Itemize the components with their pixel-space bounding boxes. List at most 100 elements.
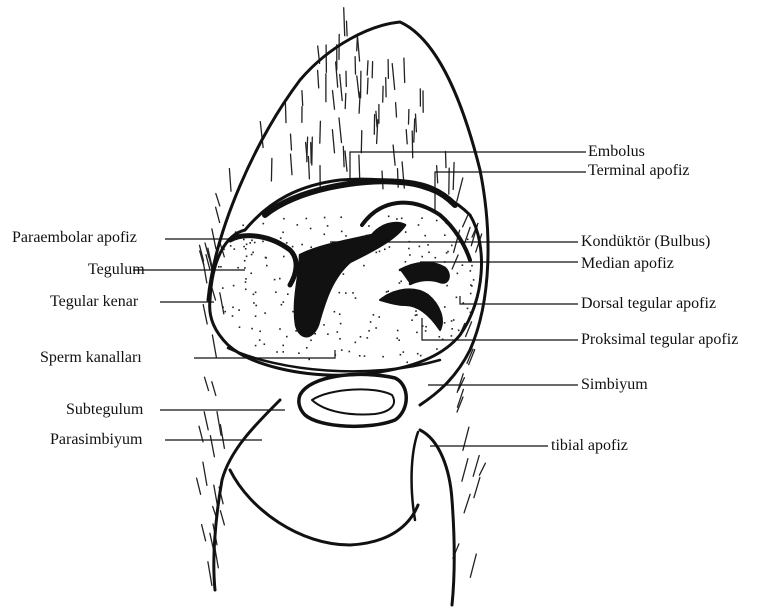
hair: [340, 75, 343, 101]
stipple-dot: [387, 291, 389, 293]
median-apophysis: [400, 263, 449, 284]
tegular-edge: [228, 348, 440, 371]
stipple-dot: [473, 279, 475, 281]
hair: [344, 8, 345, 36]
stipple-dot: [339, 292, 341, 294]
stipple-dot: [411, 319, 413, 321]
stipple-dot: [246, 244, 248, 246]
hair: [414, 119, 415, 142]
hair: [271, 158, 272, 181]
stipple-dot: [436, 220, 438, 222]
stipple-dot: [446, 252, 448, 254]
stipple-dot: [446, 285, 448, 287]
stipple-dot: [243, 239, 245, 241]
stipple-dot: [282, 345, 284, 347]
stipple-dot: [364, 355, 366, 357]
stipple-dot: [399, 282, 401, 284]
hair: [404, 58, 405, 82]
tibia-right: [420, 430, 454, 605]
stipple-dot: [419, 246, 421, 248]
hair: [345, 94, 346, 109]
stipple-dot: [424, 235, 426, 237]
stipple-dot: [308, 359, 310, 361]
stipple-dot: [264, 343, 266, 345]
stipple-dot: [416, 314, 418, 316]
stipple-dot: [367, 337, 369, 339]
setae-hairs: [197, 8, 486, 586]
stipple-dot: [250, 273, 252, 275]
stipple-dot: [237, 267, 239, 269]
stipple-dot: [417, 353, 419, 355]
hair: [212, 382, 216, 396]
stipple-dot: [297, 224, 299, 226]
stipple-dot: [255, 345, 257, 347]
hair: [367, 78, 368, 94]
hair: [463, 427, 469, 450]
stipple-dot: [439, 336, 441, 338]
hair: [216, 194, 220, 206]
stipple-dot: [253, 302, 255, 304]
stipple-dot: [343, 273, 345, 275]
stipple-dot: [310, 340, 312, 342]
stipple-dot: [301, 244, 303, 246]
label-terminal-apofiz: Terminal apofiz: [588, 162, 690, 180]
stipple-dot: [451, 245, 453, 247]
label-simbiyum: Simbiyum: [581, 376, 648, 394]
hair: [302, 91, 303, 106]
stipple-dot: [384, 249, 386, 251]
stipple-dot: [359, 355, 361, 357]
stipple-dot: [262, 241, 264, 243]
stipple-dot: [255, 292, 257, 294]
stipple-dot: [428, 252, 430, 254]
stipple-dot: [265, 257, 267, 259]
stipple-dot: [244, 267, 246, 269]
stipple-dot: [435, 257, 437, 259]
stipple-dot: [266, 265, 268, 267]
hair: [291, 154, 293, 175]
stipple-dot: [425, 326, 427, 328]
stipple-dot: [287, 293, 289, 295]
hair: [203, 259, 207, 283]
hair: [392, 64, 395, 90]
label-konduktor-bulbus: Kondüktör (Bulbus): [581, 233, 710, 251]
stipple-dot: [378, 316, 380, 318]
stipple-dot: [306, 218, 308, 220]
stipple-dot: [251, 328, 253, 330]
stipple-dot: [444, 306, 446, 308]
stipple-dot: [220, 266, 222, 268]
stipple-dot: [409, 254, 411, 256]
stipple-dot: [255, 315, 257, 317]
stipple-dot: [388, 216, 390, 218]
stipple-dot: [341, 231, 343, 233]
hair: [229, 169, 231, 192]
stipple-dot: [352, 292, 354, 294]
label-tegulum: Tegulum: [88, 261, 145, 279]
stipple-dot: [420, 355, 422, 357]
label-proksimal-tegular-apofiz: Proksimal tegular apofiz: [581, 331, 738, 349]
stipple-dot: [467, 308, 469, 310]
parasymbium-lower: [230, 470, 418, 545]
hair: [479, 463, 485, 475]
stipple-dot: [275, 291, 277, 293]
stipple-dot: [368, 225, 370, 227]
stipple-dot: [306, 347, 308, 349]
stipple-dot: [403, 351, 405, 353]
stipple-dot: [234, 248, 236, 250]
stipple-dot: [253, 294, 255, 296]
stipple-dot: [283, 256, 285, 258]
hair: [216, 207, 220, 222]
hair: [312, 137, 313, 165]
hair: [437, 166, 438, 183]
stipple-dot: [375, 327, 377, 329]
stipple-dot: [451, 328, 453, 330]
hair: [197, 478, 201, 494]
hair: [205, 377, 209, 390]
hair: [308, 157, 309, 179]
stipple-dot: [396, 218, 398, 220]
stipple-dot: [233, 285, 235, 287]
hair: [474, 477, 480, 497]
subtegulum-ring: [299, 374, 406, 426]
stipple-dot: [251, 240, 253, 242]
stipple-dot: [249, 242, 251, 244]
stipple-dot: [398, 339, 400, 341]
